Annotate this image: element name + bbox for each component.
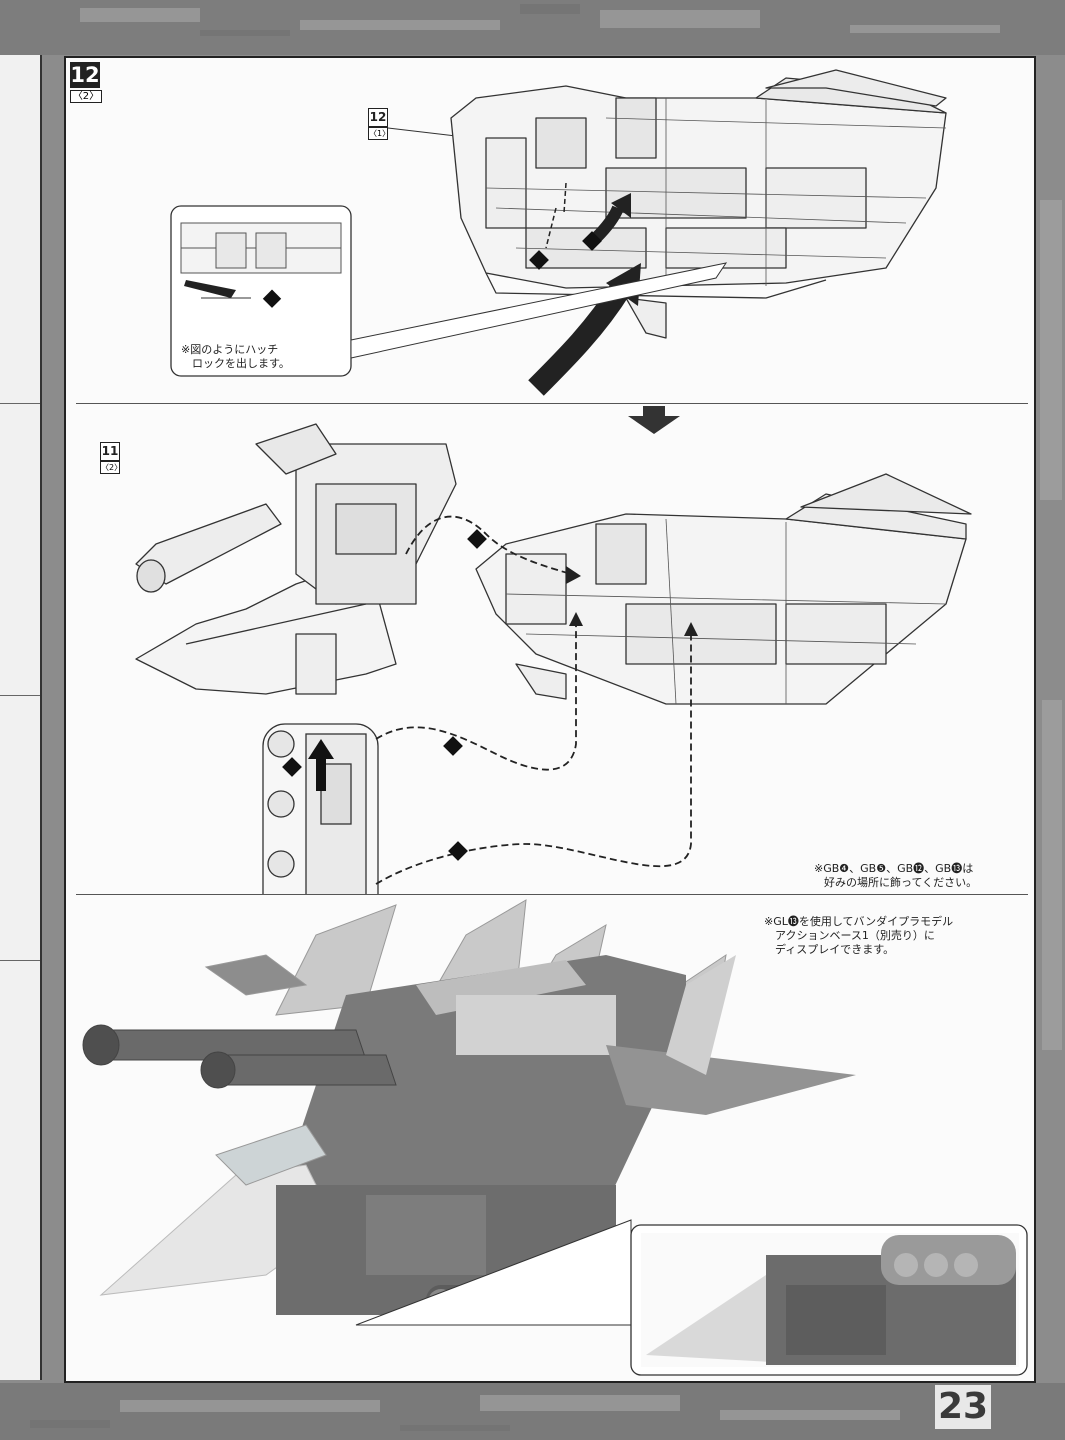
detail-inset [170,205,728,377]
inset-note: ※図のようにハッチ ロックを出します。 [181,343,290,370]
step-sub-badge: 〈2〉 [70,90,102,103]
carrier-body-drawing [450,69,947,339]
finished-model-photo [82,899,1028,1376]
decal-placement-note-line1: ※GB❹、GB❺、GB⓬、GB⓭は [814,862,974,875]
previous-page-edge [0,55,42,1380]
step-12-illustration [170,69,947,396]
section-divider [76,894,1028,895]
reference-step-badge: 12 [368,108,388,127]
step-12-panel: 12 〈2〉 12 〈1〉 [66,58,1034,403]
down-arrow [628,406,680,434]
section-divider [76,403,1028,404]
step-marker-2 [467,529,487,549]
step-marker-3 [448,841,468,861]
step-marker-4 [443,736,463,756]
divider [0,960,40,961]
instruction-page: 12 〈2〉 12 〈1〉 [64,56,1036,1383]
divider [0,403,40,404]
reference-step-badge: 11 [100,442,120,461]
action-base-note: ※GL⓭を使用してバンダイプラモデル アクションベース1（別売り）に ディスプレ… [764,915,954,956]
step-11-illustration [135,406,972,894]
reference-sub-badge: 〈1〉 [368,127,391,140]
decal-placement-note-line2: 好みの場所に飾ってください。 [824,876,978,889]
reference-sub-badge: 〈2〉 [100,461,123,474]
head-unit-drawing [135,423,457,695]
finished-model-panel: ※GL⓭を使用してバンダイプラモデル アクションベース1（別売り）に ディスプレ… [66,895,1034,1381]
carrier-body-drawing [475,473,972,705]
step-marker-1 [282,757,302,777]
insert-arrow [308,739,334,791]
closeup-inset [355,1219,1028,1376]
step-11-panel: 11 〈2〉 [66,404,1034,894]
divider [0,695,40,696]
step-number-badge: 12 [70,62,100,88]
page-number: 23 [935,1385,991,1429]
